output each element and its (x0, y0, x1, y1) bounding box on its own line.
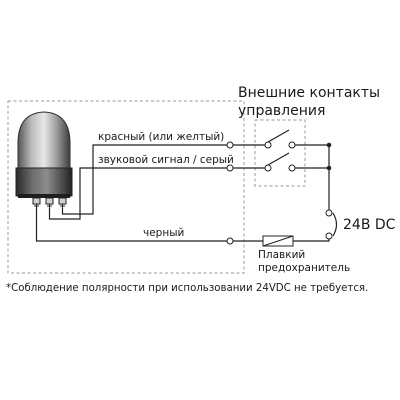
power-label: 24В DC (343, 217, 396, 233)
lamp-dome (17, 111, 71, 171)
sound-wire (48, 167, 227, 220)
signal-lamp (15, 111, 73, 208)
device-enclosure (7, 100, 245, 274)
power-terminal-positive (325, 209, 333, 217)
bus-node-upper (326, 142, 332, 148)
red-wire (61, 144, 227, 215)
wire-fuse-to-power (293, 239, 330, 242)
sound-wire-label: звуковой сигнал / серый (98, 154, 234, 166)
lamp-base (15, 167, 73, 197)
switch-lower (264, 152, 296, 172)
polarity-note: *Соблюдение полярности при использовании… (6, 283, 368, 294)
red-wire-label: красный (или желтый) (98, 131, 224, 143)
fuse-icon (262, 235, 294, 247)
external-contacts-title-line2: управления (238, 103, 325, 119)
lamp-base-bottom (18, 194, 70, 198)
power-bracket (332, 212, 338, 237)
terminal-black (226, 237, 234, 245)
switch-upper (264, 129, 296, 149)
fuse-label-line1: Плавкий (258, 249, 305, 261)
external-contacts-enclosure (254, 119, 306, 187)
enclosure-terminals (226, 141, 234, 245)
power-terminal-negative (325, 232, 333, 240)
fuse-label-line2: предохранитель (258, 262, 350, 274)
terminal-lugs (32, 197, 67, 208)
external-contacts-title-line1: Внешние контакты (238, 85, 380, 101)
black-wire-label: черный (143, 227, 184, 239)
terminal-red (226, 141, 234, 149)
bus-node-lower (326, 165, 332, 171)
black-wire (35, 208, 227, 242)
lamp-wires (35, 144, 227, 242)
